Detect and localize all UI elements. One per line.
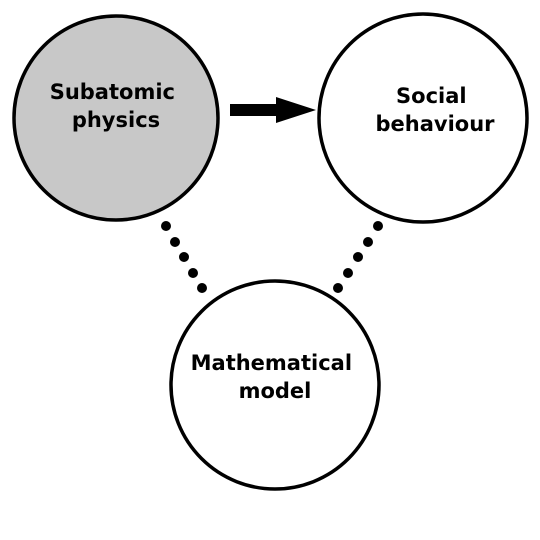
node-circle xyxy=(317,12,529,224)
node-label-line-2: behaviour xyxy=(375,112,495,136)
node-circle xyxy=(169,279,381,491)
svg-text:Subatomic physics: Subatomic physics xyxy=(50,80,183,132)
node-social-behaviour: Social behaviour xyxy=(317,12,529,224)
node-subatomic-physics: Subatomic physics xyxy=(12,14,220,222)
dotted-connector-left xyxy=(161,221,207,293)
node-label-line-2: model xyxy=(239,379,312,403)
node-label-line-1: Mathematical xyxy=(191,351,352,375)
svg-text:Social behaviour: Social behaviour xyxy=(375,84,495,136)
node-circle xyxy=(12,14,220,222)
node-label-line-2: physics xyxy=(72,108,160,132)
node-mathematical-model: Mathematical model xyxy=(169,279,381,491)
arrow-connector xyxy=(230,97,316,123)
svg-text:Mathematical model: Mathematical model xyxy=(191,351,360,403)
dotted-connector-right xyxy=(333,221,383,293)
node-label-line-1: Subatomic xyxy=(50,80,175,104)
node-label-line-1: Social xyxy=(396,84,467,108)
